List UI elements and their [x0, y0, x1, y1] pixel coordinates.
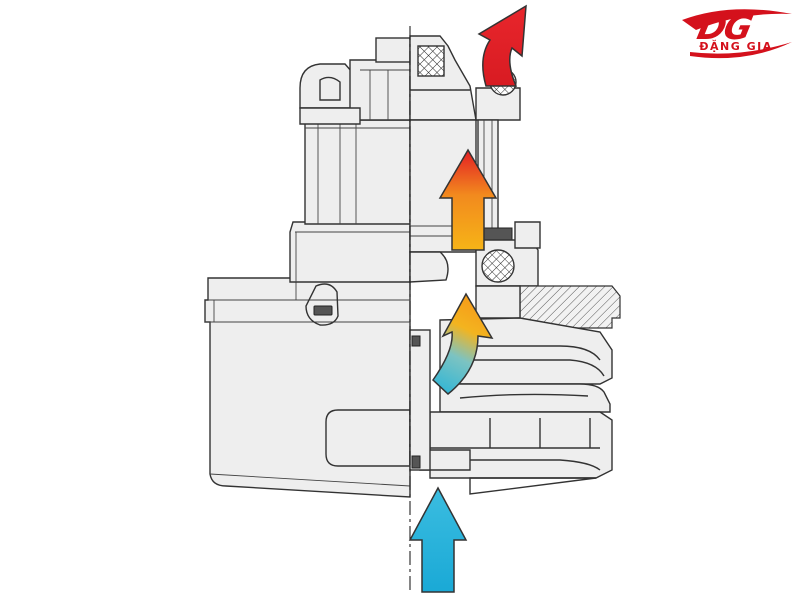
terminal-block	[299, 107, 361, 125]
logo-swoosh-lower	[690, 42, 792, 59]
motor-housing	[204, 37, 411, 498]
logo-swoosh	[682, 9, 792, 30]
lower-bearing	[481, 249, 515, 283]
clip-button	[313, 305, 333, 316]
impeller-middle	[439, 383, 611, 413]
inlet-air-arrow	[408, 486, 468, 593]
housing-recess	[325, 409, 411, 467]
motor-air-arrow	[438, 148, 498, 251]
shaft-hub	[409, 329, 431, 471]
top-cap	[375, 37, 411, 63]
middle-ring	[289, 221, 411, 283]
fan-housing	[204, 277, 411, 498]
brand-name: ĐẶNG GIA	[699, 40, 773, 53]
brand-logo	[682, 9, 792, 59]
brand-mark: DG	[680, 6, 792, 62]
impeller-air-arrow	[432, 292, 494, 395]
cross-section	[409, 35, 621, 495]
diffuser	[429, 411, 613, 479]
motor-can	[304, 119, 411, 225]
brush-holder-left	[299, 63, 353, 109]
exhaust-air-arrow	[477, 4, 527, 87]
top-bearing	[417, 45, 445, 77]
nut	[481, 227, 513, 241]
housing-clip	[305, 283, 339, 326]
